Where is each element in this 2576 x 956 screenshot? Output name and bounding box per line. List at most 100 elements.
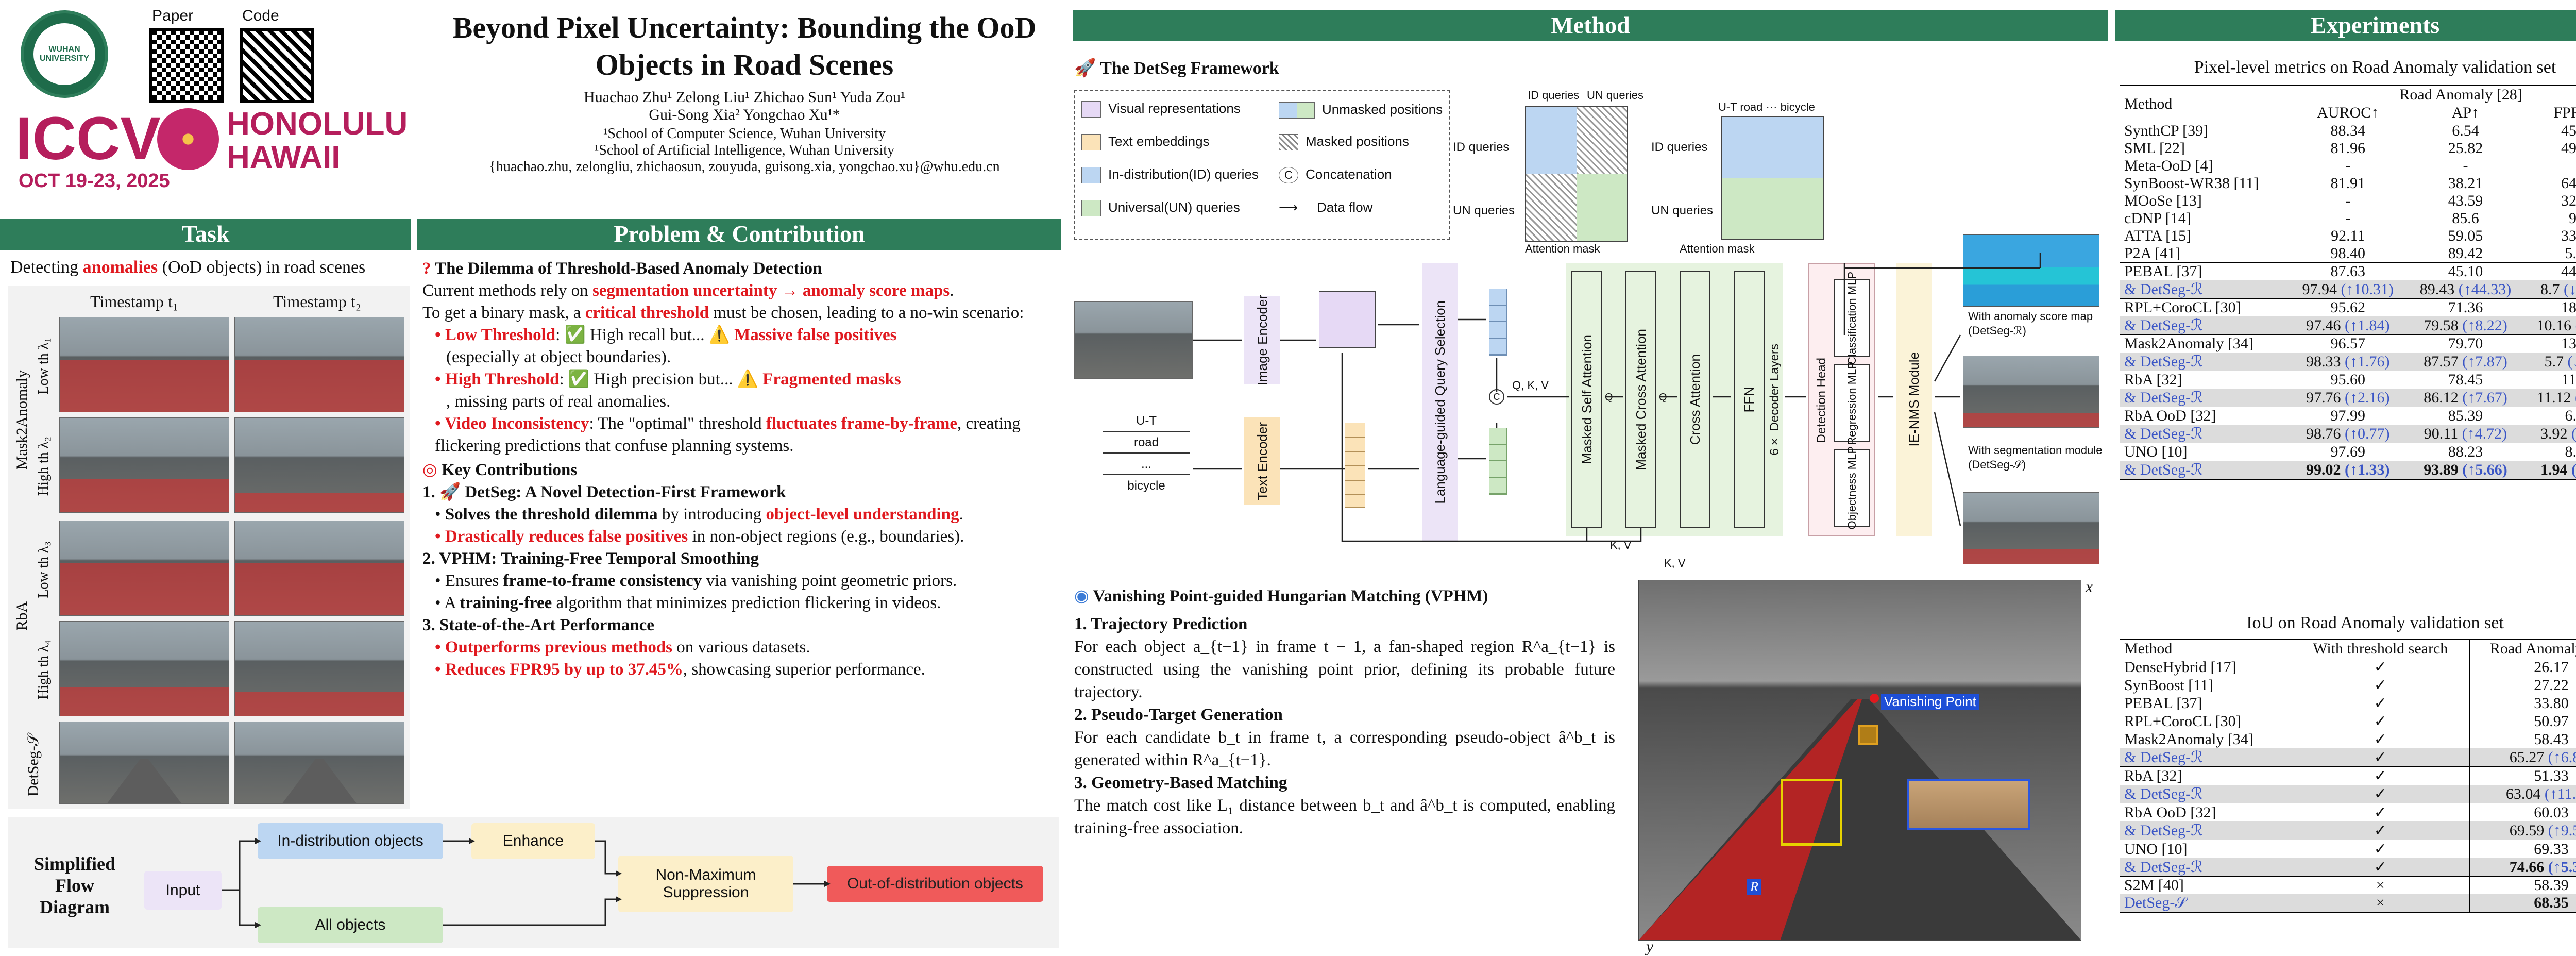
value-cell: 8.7 (↓35.88): [2540, 280, 2576, 298]
masked-self-attention-block: Masked Self Attention: [1571, 271, 1602, 528]
hibiscus-icon: [157, 108, 219, 170]
pseudo-object-box: [1781, 779, 1842, 846]
t1-h-method: Method: [2120, 86, 2290, 122]
contribution-1: 1. 🚀 DetSeg: A Novel Detection-First Fra…: [422, 483, 786, 501]
method-cell: PEBAL [37]: [2120, 694, 2292, 712]
value-cell: 68.35: [2534, 894, 2569, 911]
value-cell: ✓: [2291, 858, 2470, 877]
flow-arrows: [222, 838, 831, 928]
question-icon: ?: [422, 259, 431, 278]
framework-arrows: [1193, 253, 2041, 542]
value-cell: 26.17: [2534, 658, 2569, 676]
value-cell: 33.80: [2534, 694, 2569, 712]
attention-mask-label-2: Attention mask: [1680, 242, 1755, 255]
value-cell: 5.7 (↓7.75): [2544, 353, 2576, 370]
method-cell: & DetSeg-ℛ: [2120, 316, 2290, 335]
task-image-r5-t2: [234, 722, 404, 804]
paper-qr-code[interactable]: [149, 28, 224, 103]
method-cell: SynBoost [11]: [2120, 676, 2292, 694]
affiliation-2: ¹School of Artificial Intelligence, Wuha…: [594, 142, 895, 158]
university-logo: WUHAN UNIVERSITY: [21, 10, 108, 98]
dilemma-heading: The Dilemma of Threshold-Based Anomaly D…: [435, 259, 822, 278]
t2-h-threshold: With threshold search: [2291, 640, 2470, 658]
problem-body: ? The Dilemma of Threshold-Based Anomaly…: [422, 258, 1056, 681]
method-cell: & DetSeg-ℛ: [2120, 821, 2292, 840]
rocket-icon: 🚀: [1074, 59, 1096, 78]
method-cell: PEBAL [37]: [2120, 262, 2290, 280]
poster-title-line2: Objects in Road Scenes: [595, 48, 894, 81]
t2-h-method: Method: [2120, 640, 2292, 658]
code-qr-code[interactable]: [240, 28, 314, 103]
un-queries-label-2: UN queries: [1651, 204, 1714, 217]
vanishing-point-marker: [1870, 694, 1879, 703]
method-section-header: Method: [1073, 10, 2108, 41]
row-label-2: High th λ₂: [36, 437, 52, 496]
image-encoder-block: Image Encoder: [1244, 295, 1280, 385]
regression-mlp-block: Regression MLP: [1834, 361, 1870, 445]
task-image-r3-t2: [234, 521, 404, 616]
value-cell: 63.04 (↑11.71): [2505, 785, 2576, 802]
arrow-icon: ⟶: [1279, 199, 1298, 215]
vphm-step2-text: For each candidate b_t in frame t, a cor…: [1074, 728, 1615, 769]
table-row: SynBoost [11]✓27.22: [2120, 676, 2576, 694]
flow-ood-box: Out-of-distribution objects: [827, 866, 1043, 902]
task-intro: Detecting anomalies (OoD objects) in roa…: [10, 258, 366, 277]
value-cell: 60.03: [2534, 803, 2569, 821]
value-cell: -: [2345, 157, 2351, 174]
value-cell: -: [2345, 210, 2351, 227]
value-cell: ✓: [2291, 785, 2470, 803]
value-cell: 65.27 (↑6.84): [2509, 748, 2576, 766]
value-cell: -: [2524, 157, 2576, 175]
detection-output-image: [1963, 356, 2099, 428]
detection-head-block: Detection Head Classification MLP Regres…: [1808, 263, 1875, 536]
value-cell: 38.21: [2448, 175, 2483, 192]
value-cell: 5.95: [2565, 245, 2576, 262]
paper-label: Paper: [152, 7, 194, 24]
method-cell: & DetSeg-ℛ: [2120, 461, 2290, 479]
value-cell: 71.36: [2448, 299, 2483, 316]
text-encoder-block: Text Encoder: [1244, 417, 1280, 505]
axis-y-label: y: [1646, 937, 1654, 955]
output-label-r: With anomaly score map (DetSeg-ℛ): [1968, 310, 2093, 337]
value-cell: 89.42: [2448, 245, 2483, 262]
flow-diagram: Simplified Flow Diagram Input In-distrib…: [8, 817, 1059, 948]
value-cell: 93.89 (↑5.66): [2424, 461, 2507, 478]
table-row: & DetSeg-ℛ✓63.04 (↑11.71): [2120, 785, 2576, 803]
value-cell: 99.02 (↑1.33): [2306, 461, 2390, 478]
problem-section-header: Problem & Contribution: [417, 219, 1061, 250]
task-image-r3-t1: [59, 521, 229, 616]
author-emails[interactable]: {huachao.zhu, zelongliu, zhichaosun, zou…: [489, 159, 1000, 175]
value-cell: 11.12 (↓0.71): [2537, 389, 2576, 406]
experiments-section-header: Experiments: [2115, 10, 2576, 41]
flow-title: Simplified Flow Diagram: [33, 853, 116, 917]
method-cell: & DetSeg-ℛ: [2120, 748, 2292, 767]
vphm-road-figure: Vanishing Point R: [1638, 580, 2081, 941]
value-cell: 87.63: [2330, 263, 2366, 280]
table-row: S2M [40]×58.39: [2120, 876, 2576, 894]
id-queries-label-2: ID queries: [1651, 140, 1708, 154]
classification-mlp-block: Classification MLP: [1834, 272, 1870, 364]
value-cell: 59.05: [2448, 227, 2483, 244]
query-selection-block: Language-guided Query Selection: [1422, 263, 1458, 541]
method-cell: SynBoost-WR38 [11]: [2120, 175, 2290, 192]
attention-mask-1: [1525, 106, 1628, 242]
value-cell: 97.69: [2330, 443, 2366, 460]
value-cell: 43.59: [2448, 192, 2483, 209]
table-row: PEBAL [37]✓33.80: [2120, 694, 2576, 712]
method-cell: S2M [40]: [2120, 876, 2292, 894]
task-image-r1-t2: [234, 317, 404, 412]
value-cell: 3.92 (↓2.99): [2540, 425, 2576, 442]
value-cell: 69.33: [2534, 840, 2569, 858]
conf-dates: OCT 19-23, 2025: [19, 170, 170, 192]
vanishing-point-label: Vanishing Point: [1881, 694, 1979, 710]
table-row: RbA [32]✓51.33: [2120, 766, 2576, 785]
legend-unmasked-icon: [1279, 102, 1315, 119]
t1-h-fpr: FPR₉₅ ↓: [2553, 104, 2576, 121]
table-row: Mask2Anomaly [34]✓58.43: [2120, 730, 2576, 748]
